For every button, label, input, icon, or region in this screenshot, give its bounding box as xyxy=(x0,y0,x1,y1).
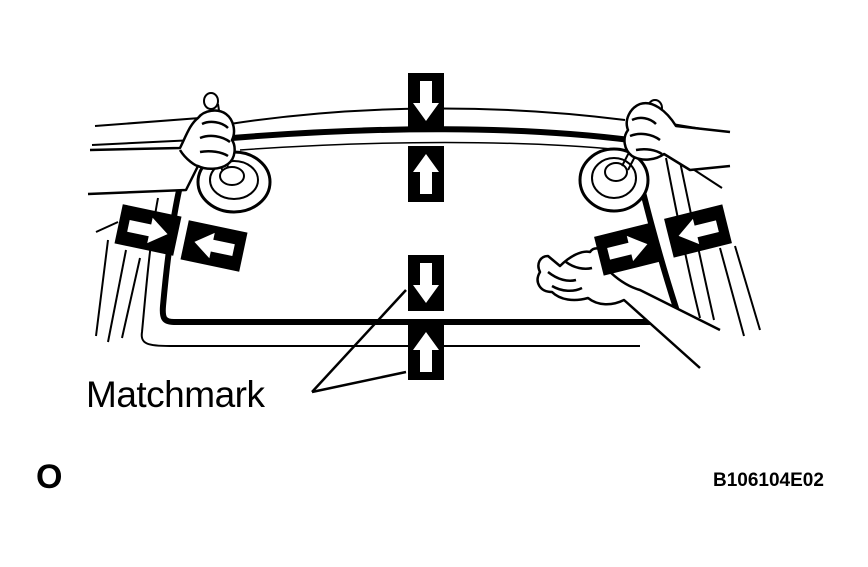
arrow-down-icon xyxy=(408,255,444,311)
matchmark-label: Matchmark xyxy=(86,374,265,415)
arrow-left-icon xyxy=(664,204,732,258)
hand-icon xyxy=(87,109,236,196)
orientation-code: O xyxy=(36,458,63,496)
windshield-glass-inner xyxy=(239,141,623,151)
arrow-up-icon xyxy=(408,146,444,202)
suction-cup-icon xyxy=(578,99,663,213)
arrow-up-icon xyxy=(408,324,444,380)
arrow-right-icon xyxy=(594,222,662,276)
hand-icon xyxy=(623,101,731,172)
arrow-down-icon xyxy=(408,73,444,129)
matchmark-leader-lines xyxy=(311,289,407,394)
arrow-right-icon xyxy=(114,204,182,256)
figure-id: B106104E02 xyxy=(713,470,824,491)
arrow-left-icon xyxy=(180,220,248,272)
